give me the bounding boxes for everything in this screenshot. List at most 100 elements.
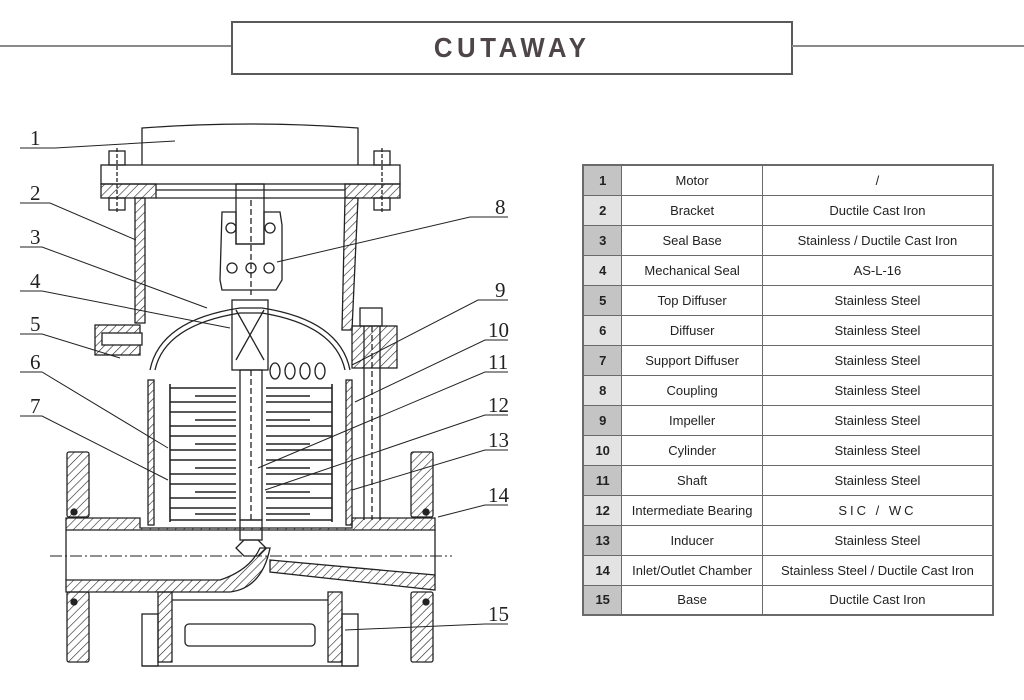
- shaft-upper: [235, 183, 265, 245]
- motor-flange: [100, 164, 401, 185]
- callout-6: 6: [30, 350, 41, 374]
- part-material: Stainless Steel: [761, 314, 994, 346]
- motor-body: [141, 123, 359, 165]
- flange-right-top: [410, 451, 434, 518]
- part-name: Shaft: [621, 464, 763, 496]
- chamber-bottom-left: [65, 547, 271, 593]
- bracket-flange-left: [100, 183, 157, 199]
- flange-left-bottom: [66, 591, 90, 663]
- part-number: 13: [582, 524, 623, 556]
- part-name: Support Diffuser: [621, 344, 763, 376]
- part-number: 7: [582, 344, 623, 376]
- chamber-bottom-right: [269, 559, 436, 591]
- chamber-top: [65, 517, 436, 531]
- callout-12: 12: [488, 393, 509, 417]
- part-material: AS-L-16: [761, 254, 994, 286]
- callout-1: 1: [30, 126, 41, 150]
- callout-3: 3: [30, 225, 41, 249]
- callout-2: 2: [30, 181, 41, 205]
- callout-9: 9: [495, 278, 506, 302]
- seal-base-dome: [149, 307, 351, 371]
- pump-cutaway-drawing: 1 2 3 4 5 6 7 8 9 10 11 12 13 14 15: [0, 90, 560, 690]
- part-name: Diffuser: [621, 314, 763, 346]
- callout-8: 8: [495, 195, 506, 219]
- part-name: Base: [621, 584, 763, 616]
- pump-cutaway-svg: 1 2 3 4 5 6 7 8 9 10 11 12 13 14 15: [20, 123, 510, 667]
- part-number: 12: [582, 494, 623, 526]
- part-material: Stainless Steel: [761, 344, 994, 376]
- callout-11: 11: [488, 350, 508, 374]
- part-material: Stainless Steel / Ductile Cast Iron: [761, 554, 994, 586]
- part-number: 11: [582, 464, 623, 496]
- part-number: 10: [582, 434, 623, 466]
- part-number: 2: [582, 194, 623, 226]
- part-material: /: [761, 164, 994, 196]
- callout-4: 4: [30, 269, 41, 293]
- part-material: Stainless Steel: [761, 464, 994, 496]
- part-name: Coupling: [621, 374, 763, 406]
- callout-13: 13: [488, 428, 509, 452]
- part-name: Cylinder: [621, 434, 763, 466]
- part-number: 8: [582, 374, 623, 406]
- part-name: Impeller: [621, 404, 763, 436]
- part-number: 3: [582, 224, 623, 256]
- part-material: Stainless Steel: [761, 434, 994, 466]
- part-material: Ductile Cast Iron: [761, 194, 994, 226]
- part-number: 6: [582, 314, 623, 346]
- part-material: Stainless Steel: [761, 404, 994, 436]
- callout-7: 7: [30, 394, 41, 418]
- part-name: Mechanical Seal: [621, 254, 763, 286]
- part-number: 9: [582, 404, 623, 436]
- part-number: 1: [582, 164, 623, 196]
- part-material: Ductile Cast Iron: [761, 584, 994, 616]
- cylinder-right: [345, 379, 353, 526]
- part-name: Inlet/Outlet Chamber: [621, 554, 763, 586]
- cylinder-left: [147, 379, 155, 526]
- part-name: Seal Base: [621, 224, 763, 256]
- title-rule-left: [0, 45, 231, 47]
- callout-14: 14: [488, 483, 510, 507]
- part-number: 15: [582, 584, 623, 616]
- title-frame: CUTAWAY: [231, 21, 793, 75]
- leader-lines: [20, 140, 508, 631]
- part-material: Stainless Steel: [761, 524, 994, 556]
- impeller-stack: [169, 384, 333, 522]
- callout-5: 5: [30, 312, 41, 336]
- bracket-flange-right: [344, 183, 401, 199]
- part-material: Stainless Steel: [761, 374, 994, 406]
- part-number: 14: [582, 554, 623, 586]
- part-number: 4: [582, 254, 623, 286]
- part-name: Motor: [621, 164, 763, 196]
- coupling: [219, 211, 283, 291]
- part-material: SIC / WC: [761, 494, 994, 526]
- bracket-wall-right: [341, 197, 359, 331]
- part-name: Inducer: [621, 524, 763, 556]
- part-name: Bracket: [621, 194, 763, 226]
- bracket-wall-left: [134, 197, 146, 324]
- callout-15: 15: [488, 602, 509, 626]
- tie-bolt-head: [359, 307, 383, 327]
- page-title: CUTAWAY: [433, 32, 591, 63]
- callout-10: 10: [488, 318, 509, 342]
- base: [141, 591, 359, 667]
- part-material: Stainless Steel: [761, 284, 994, 316]
- part-number: 5: [582, 284, 623, 316]
- part-name: Intermediate Bearing: [621, 494, 763, 526]
